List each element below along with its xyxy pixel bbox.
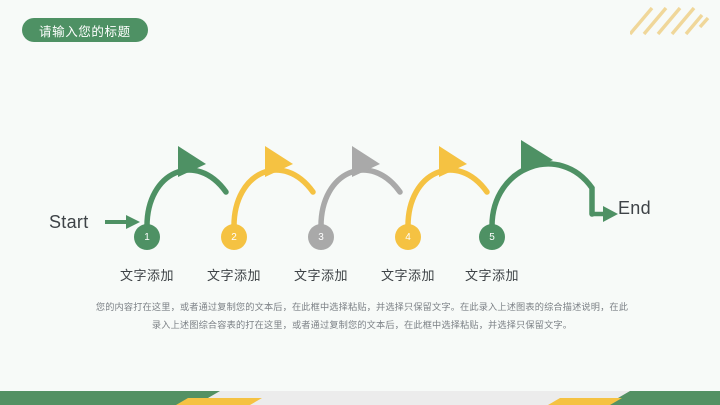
flow-arc-2	[231, 146, 316, 229]
step-number-2: 2	[231, 231, 237, 243]
step-caption-5[interactable]: 文字添加	[464, 268, 519, 283]
step-node-4[interactable]: 4	[395, 224, 421, 250]
body-line-2: 录入上述图综合容表的打在这里，或者通过复制您的文本后，在此框中选择粘贴，并选择只…	[151, 320, 573, 330]
step-number-4: 4	[405, 231, 411, 243]
step-caption-1[interactable]: 文字添加	[119, 268, 174, 283]
bottom-band-decoration	[0, 391, 720, 405]
step-caption-2[interactable]: 文字添加	[206, 268, 261, 283]
body-paragraph[interactable]: 您的内容打在这里，或者通过复制您的文本后，在此框中选择粘贴，并选择只保留文字。在…	[92, 298, 632, 334]
step-node-2[interactable]: 2	[221, 224, 247, 250]
slide-title-badge[interactable]: 请输入您的标题	[22, 18, 148, 42]
start-label: Start	[49, 212, 89, 232]
step-number-3: 3	[318, 231, 324, 243]
step-caption-3[interactable]: 文字添加	[293, 268, 348, 283]
step-number-1: 1	[144, 231, 150, 243]
diagonal-stripes-decoration	[630, 6, 710, 36]
flow-arc-1	[144, 146, 229, 229]
flow-arc-3	[318, 146, 403, 229]
end-label: End	[618, 198, 651, 218]
flow-arc-4	[405, 146, 490, 229]
start-arrow-icon	[105, 215, 140, 229]
step-number-5: 5	[489, 231, 495, 243]
step-node-1[interactable]: 1	[134, 224, 160, 250]
step-node-5[interactable]: 5	[479, 224, 505, 250]
page-title: 请输入您的标题	[39, 24, 131, 39]
body-line-1: 您的内容打在这里，或者通过复制您的文本后，在此框中选择粘贴，并选择只保留文字。在…	[95, 302, 629, 312]
step-caption-4[interactable]: 文字添加	[380, 268, 435, 283]
process-flow-diagram	[105, 140, 618, 229]
step-node-3[interactable]: 3	[308, 224, 334, 250]
flow-arc-5	[489, 140, 618, 229]
